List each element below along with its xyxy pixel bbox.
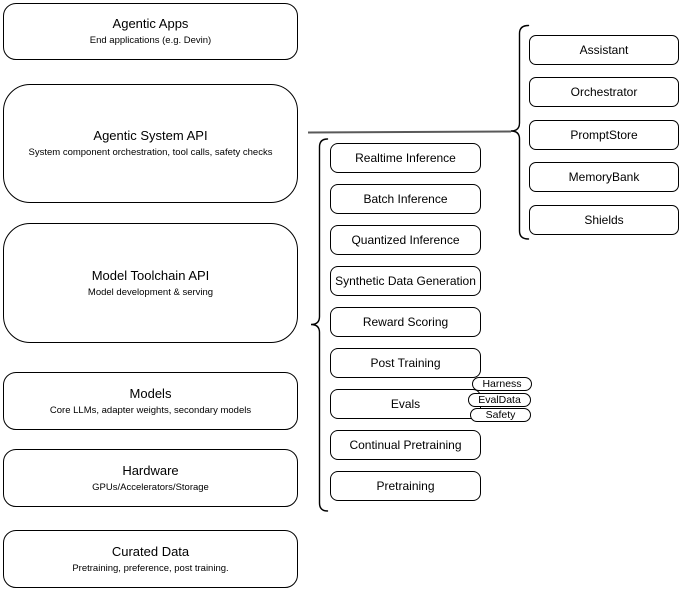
tag-evaldata: EvalData	[468, 393, 531, 407]
node-assistant: Assistant	[529, 35, 679, 65]
node-title: Model Toolchain API	[91, 267, 210, 283]
node-post-training: Post Training	[330, 348, 481, 378]
tag-safety: Safety	[470, 408, 531, 422]
node-realtime-inference: Realtime Inference	[330, 143, 481, 173]
node-title: Hardware	[122, 462, 179, 478]
node-subtitle: End applications (e.g. Devin)	[89, 35, 212, 46]
system-components-brace	[510, 24, 530, 240]
node-curated-data: Curated Data Pretraining, preference, po…	[3, 530, 298, 588]
node-continual-pretraining: Continual Pretraining	[330, 430, 481, 460]
node-subtitle: System component orchestration, tool cal…	[28, 147, 273, 158]
node-title: Curated Data	[111, 543, 190, 559]
node-synthetic-data-generation: Synthetic Data Generation	[330, 266, 481, 296]
node-model-toolchain-api: Model Toolchain API Model development & …	[3, 223, 298, 343]
node-title: Models	[129, 385, 172, 401]
node-subtitle: Core LLMs, adapter weights, secondary mo…	[49, 404, 252, 416]
node-orchestrator: Orchestrator	[529, 77, 679, 107]
toolchain-brace	[310, 138, 329, 512]
tag-harness: Harness	[472, 377, 532, 391]
api-to-components-connector	[307, 130, 512, 134]
node-title: Agentic System API	[93, 128, 208, 143]
node-memorybank: MemoryBank	[529, 162, 679, 192]
node-subtitle: Pretraining, preference, post training.	[72, 562, 229, 574]
node-promptstore: PromptStore	[529, 120, 679, 150]
node-agentic-system-api: Agentic System API System component orch…	[3, 84, 298, 203]
node-shields: Shields	[529, 205, 679, 235]
node-evals: Evals	[330, 389, 481, 419]
node-pretraining: Pretraining	[330, 471, 481, 501]
node-reward-scoring: Reward Scoring	[330, 307, 481, 337]
node-agentic-apps: Agentic Apps End applications (e.g. Devi…	[3, 3, 298, 60]
node-quantized-inference: Quantized Inference	[330, 225, 481, 255]
node-subtitle: GPUs/Accelerators/Storage	[92, 481, 209, 493]
node-batch-inference: Batch Inference	[330, 184, 481, 214]
node-subtitle: Model development & serving	[87, 286, 214, 298]
node-hardware: Hardware GPUs/Accelerators/Storage	[3, 449, 298, 507]
node-models: Models Core LLMs, adapter weights, secon…	[3, 372, 298, 430]
node-title: Agentic Apps	[112, 16, 189, 31]
